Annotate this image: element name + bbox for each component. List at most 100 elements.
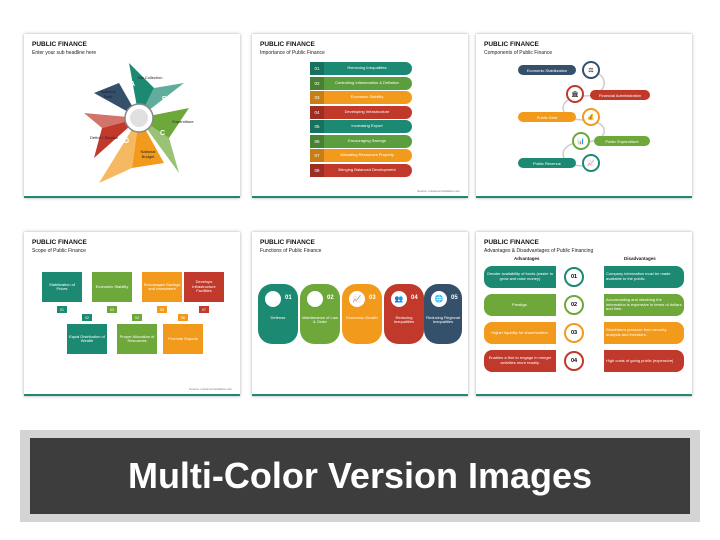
scope-number: 03 bbox=[107, 306, 117, 313]
scope-number: 06 bbox=[178, 314, 188, 321]
banner-panel: Multi-Color Version Images bbox=[30, 438, 690, 514]
function-label: Defense bbox=[270, 315, 286, 320]
importance-number: 03 bbox=[310, 91, 324, 104]
function-label: Economic Growth bbox=[346, 315, 378, 320]
importance-item: 03 Economic Stability bbox=[310, 91, 412, 104]
slide-subtitle: Functions of Public Finance bbox=[260, 248, 322, 254]
slide-subtitle: Scope of Public Finance bbox=[32, 248, 86, 254]
function-icon: 🛡 bbox=[265, 291, 281, 307]
slide-thumbnail-3[interactable]: PUBLIC FINANCE Components of Public Fina… bbox=[476, 34, 692, 198]
scope-number: 07 bbox=[199, 306, 209, 313]
component-icon: ⚖ bbox=[582, 61, 600, 79]
pinwheel-graphic bbox=[84, 63, 189, 183]
source-note: Source: customervisitslides.com bbox=[417, 189, 460, 193]
function-label: Reducing Inequalities bbox=[393, 315, 415, 325]
component-icon: 🏛 bbox=[566, 85, 584, 103]
importance-number: 04 bbox=[310, 105, 324, 119]
importance-label: Bringing Balanced Development bbox=[338, 166, 396, 172]
scope-top-item: Encourages Savings and Investment bbox=[142, 272, 182, 302]
slide-title: PUBLIC FINANCE bbox=[260, 41, 315, 48]
item-letter: B bbox=[162, 96, 168, 103]
slide-thumbnail-4[interactable]: PUBLIC FINANCE Scope of Public Finance S… bbox=[24, 232, 240, 396]
function-number: 04 bbox=[411, 295, 418, 301]
disadvantage-item: High costs of going public (expensive) bbox=[604, 350, 684, 372]
importance-item: 08 Bringing Balanced Development bbox=[310, 163, 412, 177]
item-label: Deficit / Surplus bbox=[90, 135, 119, 140]
scope-number: 01 bbox=[57, 306, 67, 313]
scope-top-item: Develops Infrastructure Facilities bbox=[184, 272, 224, 302]
disadvantage-item: Company information must be made availab… bbox=[604, 266, 684, 288]
component-public-debt: Public Debt bbox=[518, 112, 576, 122]
component-icon: 💰 bbox=[582, 108, 600, 126]
slide-title: PUBLIC FINANCE bbox=[484, 239, 539, 246]
function-card: 🌐 05 Reducing Regional Inequalities bbox=[424, 284, 462, 344]
importance-number: 06 bbox=[310, 134, 324, 148]
item-letter: D bbox=[124, 138, 130, 145]
function-number: 02 bbox=[327, 295, 334, 301]
row-number: 04 bbox=[564, 351, 584, 371]
function-icon: ⚖ bbox=[307, 291, 323, 307]
importance-item: 05 Increasing Export bbox=[310, 120, 412, 133]
disadvantages-heading: Disadvantages bbox=[624, 256, 656, 261]
advantage-item: Higher liquidity for shareholders. bbox=[484, 322, 556, 344]
importance-label: Economic Stability bbox=[350, 94, 384, 100]
disadvantage-item: Accumulating and obtaining the informati… bbox=[604, 294, 684, 316]
component-icon: 📊 bbox=[572, 132, 590, 150]
importance-number: 05 bbox=[310, 120, 324, 133]
component-public-revenue: Public Revenue bbox=[518, 158, 576, 168]
function-label: Reducing Regional Inequalities bbox=[426, 315, 460, 325]
function-card: 🛡 01 Defense bbox=[258, 284, 298, 344]
banner: Multi-Color Version Images bbox=[20, 430, 700, 522]
slide-thumbnail-6[interactable]: PUBLIC FINANCE Advantages & Disadvantage… bbox=[476, 232, 692, 396]
scope-number: 04 bbox=[132, 314, 142, 321]
function-icon: 🌐 bbox=[431, 291, 447, 307]
function-card: ⚖ 02 Maintenance of Law & Order bbox=[300, 284, 340, 344]
function-card: 📈 03 Economic Growth bbox=[342, 284, 382, 344]
slide-thumbnail-2[interactable]: PUBLIC FINANCE Importance of Public Fina… bbox=[252, 34, 468, 198]
component-icon: 📈 bbox=[582, 154, 600, 172]
importance-label: Allocating Resources Properly bbox=[340, 152, 394, 158]
component-economic-stabilization: Economic Stabilization bbox=[518, 65, 576, 75]
importance-number: 01 bbox=[310, 62, 324, 75]
slide-title: PUBLIC FINANCE bbox=[32, 239, 87, 246]
row-number: 03 bbox=[564, 323, 584, 343]
importance-label: Encouraging Savings bbox=[348, 137, 386, 143]
importance-number: 08 bbox=[310, 163, 324, 177]
importance-label: Increasing Export bbox=[351, 123, 383, 129]
row-number: 01 bbox=[564, 267, 584, 287]
importance-item: 01 Removing Inequalities bbox=[310, 62, 412, 75]
function-label: Maintenance of Law & Order bbox=[302, 315, 338, 325]
importance-number: 07 bbox=[310, 149, 324, 162]
scope-bottom-item: Proper Allocation of Resources bbox=[117, 324, 157, 354]
component-financial-administration: Financial Administration bbox=[590, 90, 650, 100]
source-note: Source: customervisitslides.com bbox=[189, 387, 232, 391]
item-letter: A bbox=[130, 81, 136, 88]
component-public-expenditure: Public Expenditure bbox=[594, 136, 650, 146]
slide-title: PUBLIC FINANCE bbox=[32, 41, 87, 48]
advantages-heading: Advantages bbox=[514, 256, 540, 261]
scope-top-item: Economic Stability bbox=[92, 272, 132, 302]
scope-number: 05 bbox=[157, 306, 167, 313]
function-card: 👥 04 Reducing Inequalities bbox=[384, 284, 424, 344]
disadvantage-item: Shorthterm pressure from security analys… bbox=[604, 322, 684, 344]
scope-top-item: Stabilization of Prices bbox=[42, 272, 82, 302]
slide-thumbnail-1[interactable]: PUBLIC FINANCE Enter your sub headline h… bbox=[24, 34, 240, 198]
scope-bottom-item: Equal Distribution of Wealth bbox=[67, 324, 107, 354]
importance-label: Removing Inequalities bbox=[347, 65, 387, 71]
function-number: 05 bbox=[451, 295, 458, 301]
slide-title: PUBLIC FINANCE bbox=[484, 41, 539, 48]
row-number: 02 bbox=[564, 295, 584, 315]
item-label: National Debt bbox=[100, 89, 116, 99]
importance-number: 02 bbox=[310, 76, 324, 90]
slide-subtitle: Enter your sub headline here bbox=[32, 50, 97, 56]
function-icon: 👥 bbox=[391, 291, 407, 307]
item-label: National Budget bbox=[140, 149, 156, 159]
slide-thumbnail-5[interactable]: PUBLIC FINANCE Functions of Public Finan… bbox=[252, 232, 468, 396]
scope-bottom-item: Promote Exports bbox=[163, 324, 203, 354]
slide-subtitle: Advantages & Disadvantages of Public Fin… bbox=[484, 248, 594, 254]
item-label: Tax Collection bbox=[137, 75, 163, 80]
advantage-item: Greater availability of funds (easier to… bbox=[484, 266, 556, 288]
function-number: 03 bbox=[369, 295, 376, 301]
